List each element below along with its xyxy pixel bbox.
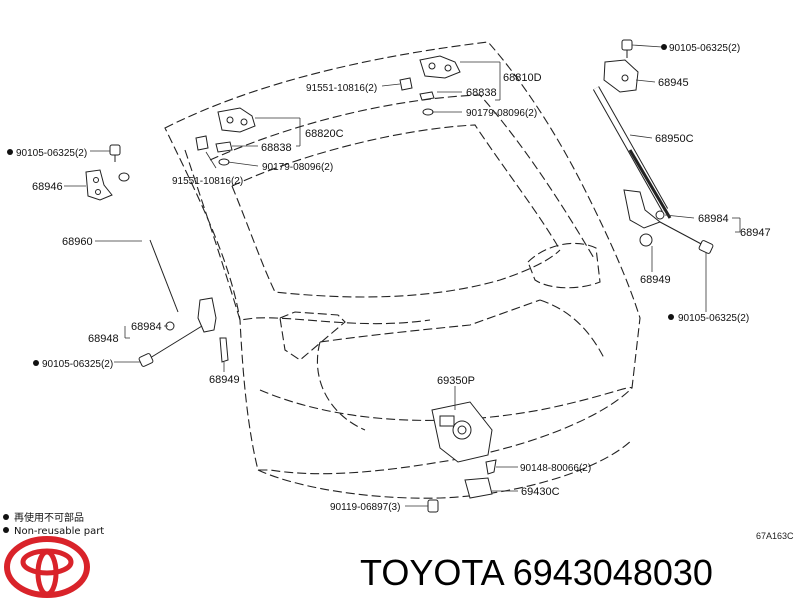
label-69350P: 69350P xyxy=(437,375,475,387)
legend: 再使用不可部品 Non-reusable part xyxy=(3,511,104,537)
tailgate-outline xyxy=(164,41,641,499)
striker-69430C xyxy=(464,477,493,499)
hinge-right-bottom xyxy=(623,189,706,247)
label-90105-top-right: 90105-06325(2) xyxy=(669,43,740,54)
diagram-code: 67A163C xyxy=(756,531,794,541)
cushion-left xyxy=(219,337,229,363)
leader-lines xyxy=(64,44,741,507)
label-90179-left: 90179-08096(2) xyxy=(262,162,333,173)
right-strut xyxy=(592,86,672,219)
screw-90148 xyxy=(485,459,497,475)
label-68947: 68947 xyxy=(740,227,771,239)
label-91551-top: 91551-10816(2) xyxy=(306,83,377,94)
label-68948: 68948 xyxy=(88,333,119,345)
hinge-assembly-68810D xyxy=(399,55,461,116)
label-68984-left: 68984 xyxy=(131,321,162,333)
hinge-assembly-68820C xyxy=(195,107,256,166)
label-68949-right: 68949 xyxy=(640,274,671,286)
label-68950C: 68950C xyxy=(655,133,694,145)
legend-line-1: 再使用不可部品 xyxy=(14,511,84,524)
bolt-right-bottom xyxy=(698,240,714,254)
left-strut xyxy=(118,172,179,313)
legend-line-2: Non-reusable part xyxy=(14,526,104,537)
hinge-right-top xyxy=(603,59,639,93)
label-68820C: 68820C xyxy=(305,128,344,140)
label-90105-left-bottom: 90105-06325(2) xyxy=(42,359,113,370)
label-68945: 68945 xyxy=(658,77,689,89)
toyota-logo xyxy=(4,536,90,598)
hinge-left-bottom xyxy=(149,297,217,359)
label-91551-left: 91551-10816(2) xyxy=(172,176,243,187)
label-90119: 90119-06897(3) xyxy=(330,502,400,513)
label-90105-left-top: 90105-06325(2) xyxy=(16,148,87,159)
bolt-left-top xyxy=(109,144,121,162)
label-69430C: 69430C xyxy=(521,486,560,498)
label-68838-top: 68838 xyxy=(466,87,497,99)
non-reusable-markers xyxy=(7,44,674,366)
label-90105-right-bottom: 90105-06325(2) xyxy=(678,313,749,324)
label-68946: 68946 xyxy=(32,181,63,193)
label-68810D: 68810D xyxy=(503,72,542,84)
bolt-90119 xyxy=(427,499,439,513)
bolt-left-bottom xyxy=(138,353,154,367)
label-90179-top: 90179-08096(2) xyxy=(466,108,537,119)
hinge-left-top xyxy=(85,169,113,201)
label-90148: 90148-80066(2) xyxy=(520,463,591,474)
label-68949-left: 68949 xyxy=(209,374,240,386)
brand-part-number: TOYOTA 6943048030 xyxy=(360,552,713,593)
lock-69350P xyxy=(431,401,493,463)
label-68984-right: 68984 xyxy=(698,213,729,225)
cushion-right xyxy=(639,233,653,247)
label-68838-left: 68838 xyxy=(261,142,292,154)
label-68960: 68960 xyxy=(62,236,93,248)
bolt-top-right xyxy=(621,39,633,58)
